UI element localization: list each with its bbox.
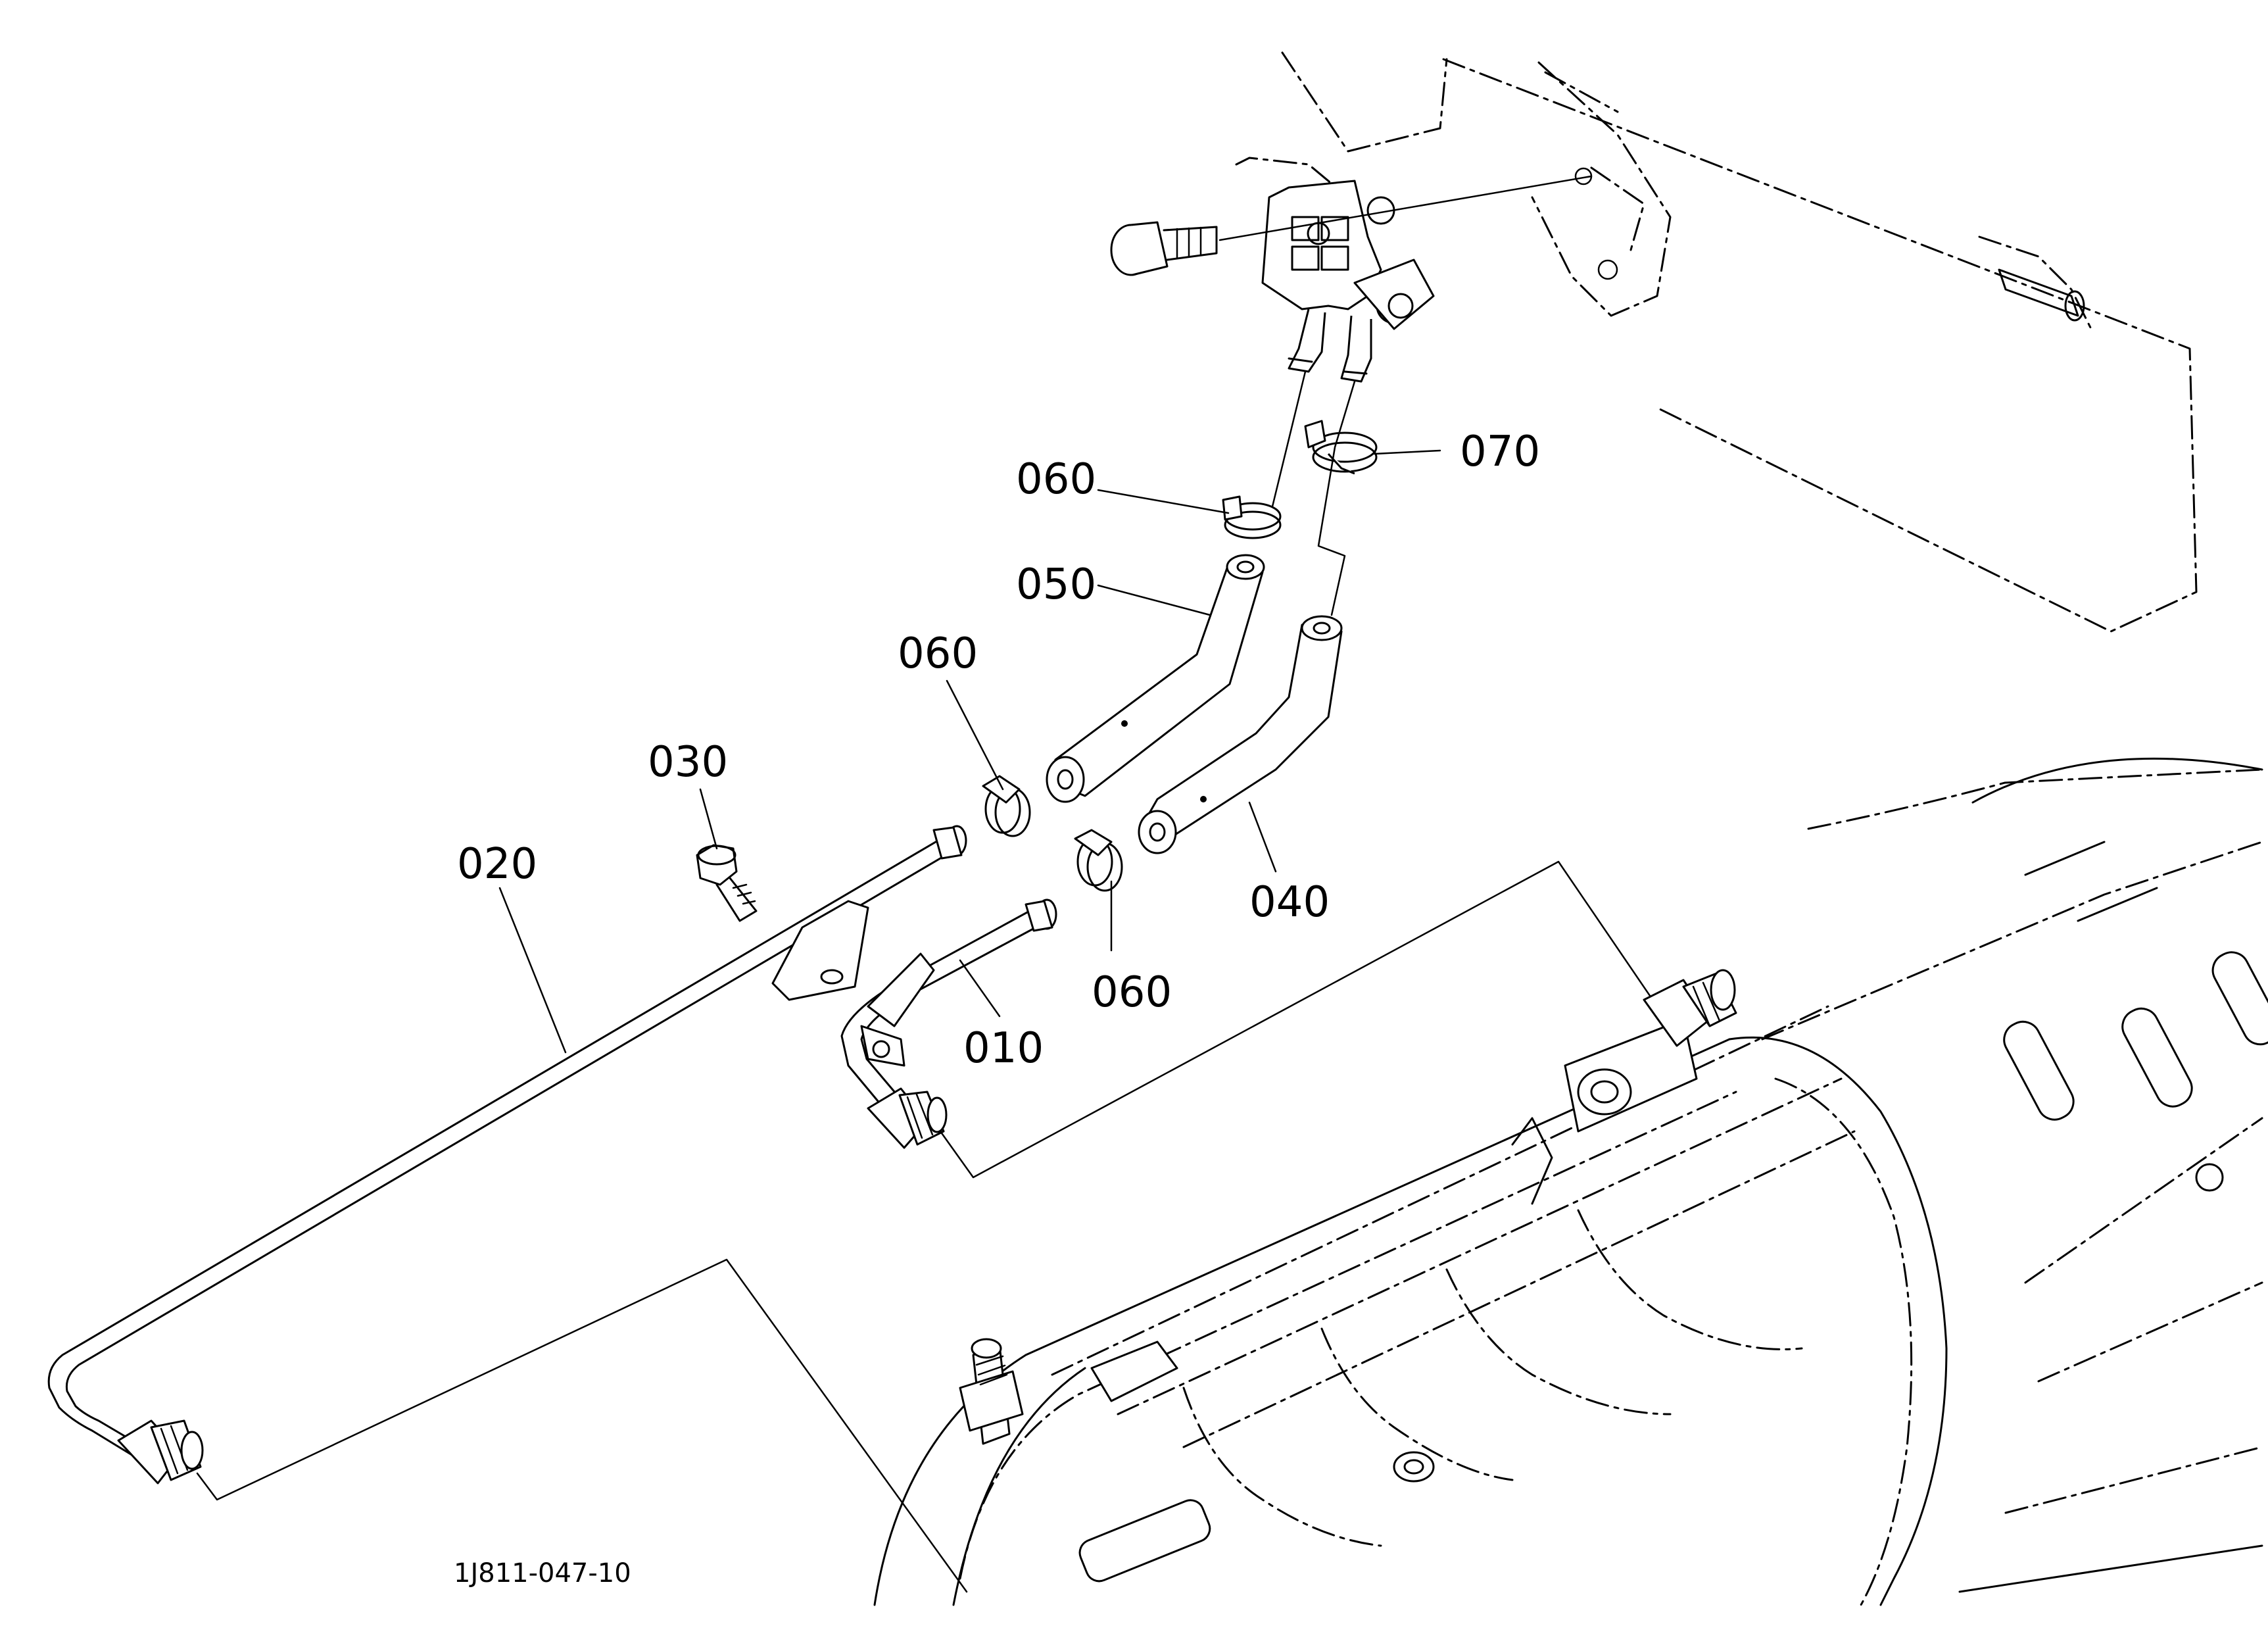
sensor-mount-bolt (1110, 175, 1593, 276)
callout-010: 010 (963, 1024, 1044, 1073)
callout-020: 020 (457, 840, 537, 889)
callout-070: 070 (1460, 428, 1540, 476)
callout-060-mid: 060 (898, 629, 978, 678)
hose-040 (1138, 615, 1343, 854)
callout-040: 040 (1249, 878, 1330, 927)
leader-lines (498, 449, 1441, 1054)
hose-050 (1046, 554, 1265, 803)
route-line-lower (196, 1258, 968, 1593)
callout-050: 050 (1016, 560, 1096, 609)
clamp-070 (1304, 420, 1378, 475)
route-line-upper (939, 860, 1658, 1179)
clamp-060-mid (982, 775, 1031, 837)
bolt-030 (696, 844, 758, 922)
pipe-020 (47, 825, 967, 1485)
clamp-060-upper (1222, 495, 1282, 539)
callout-060-upper: 060 (1016, 455, 1096, 504)
dpf-muffler (873, 757, 2268, 1606)
figure-code: 1J811-047-10 (454, 1558, 631, 1588)
callout-030: 030 (648, 738, 728, 787)
pipe-bracket (771, 900, 869, 1001)
callout-labels: 070 060 050 060 030 020 040 060 010 1J81… (454, 428, 1540, 1588)
pressure-sensor (1235, 157, 1435, 383)
frame-bracket (1281, 51, 2198, 633)
pipe-010 (840, 898, 1057, 1149)
clamp-060-lower (1074, 829, 1123, 892)
callout-060-lower: 060 (1092, 968, 1172, 1017)
